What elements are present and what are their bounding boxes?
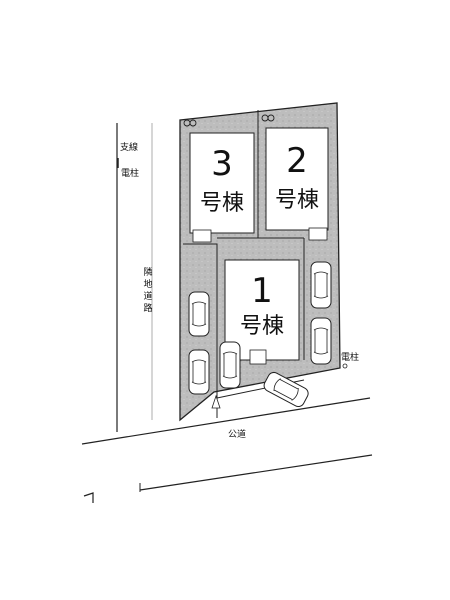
building-1-label: 号棟 (240, 314, 284, 339)
svg-text:地: 地 (143, 278, 152, 290)
utility-pole-label-right: 電柱 (341, 351, 359, 363)
car-icon (219, 341, 241, 389)
building-3 (189, 132, 255, 234)
car-icon (263, 371, 309, 408)
building-2 (265, 127, 329, 231)
boundary-marker-icon (211, 394, 221, 409)
building-2-label: 号棟 (275, 188, 319, 213)
svg-text:路: 路 (143, 302, 152, 314)
adjacent-road-label: 隣 地 道 路 (143, 266, 152, 314)
building-1-porch (249, 349, 267, 365)
public-road-edge-bottom (139, 454, 373, 491)
branch-line-label: 支線 (120, 141, 138, 153)
building-2-number: 2 (286, 141, 308, 181)
utility-pole-label-left: 電柱 (121, 167, 139, 179)
public-road-label: 公道 (228, 428, 246, 440)
car-icon (310, 261, 332, 309)
building-2-porch (308, 227, 328, 241)
public-road-edge-top (81, 397, 371, 445)
stray-mark (83, 492, 94, 503)
svg-text:道: 道 (143, 290, 152, 302)
building-3-porch (192, 229, 212, 243)
tree-icons (183, 114, 275, 127)
lot-divider-flag (183, 243, 218, 418)
car-icon (188, 349, 210, 395)
building-1-number: 1 (251, 271, 273, 311)
utility-pole-icon (342, 363, 348, 369)
car-icon (188, 291, 210, 337)
building-3-number: 3 (211, 144, 233, 184)
car-icon (310, 317, 332, 365)
svg-text:隣: 隣 (143, 266, 152, 278)
building-3-label: 号棟 (200, 191, 244, 216)
